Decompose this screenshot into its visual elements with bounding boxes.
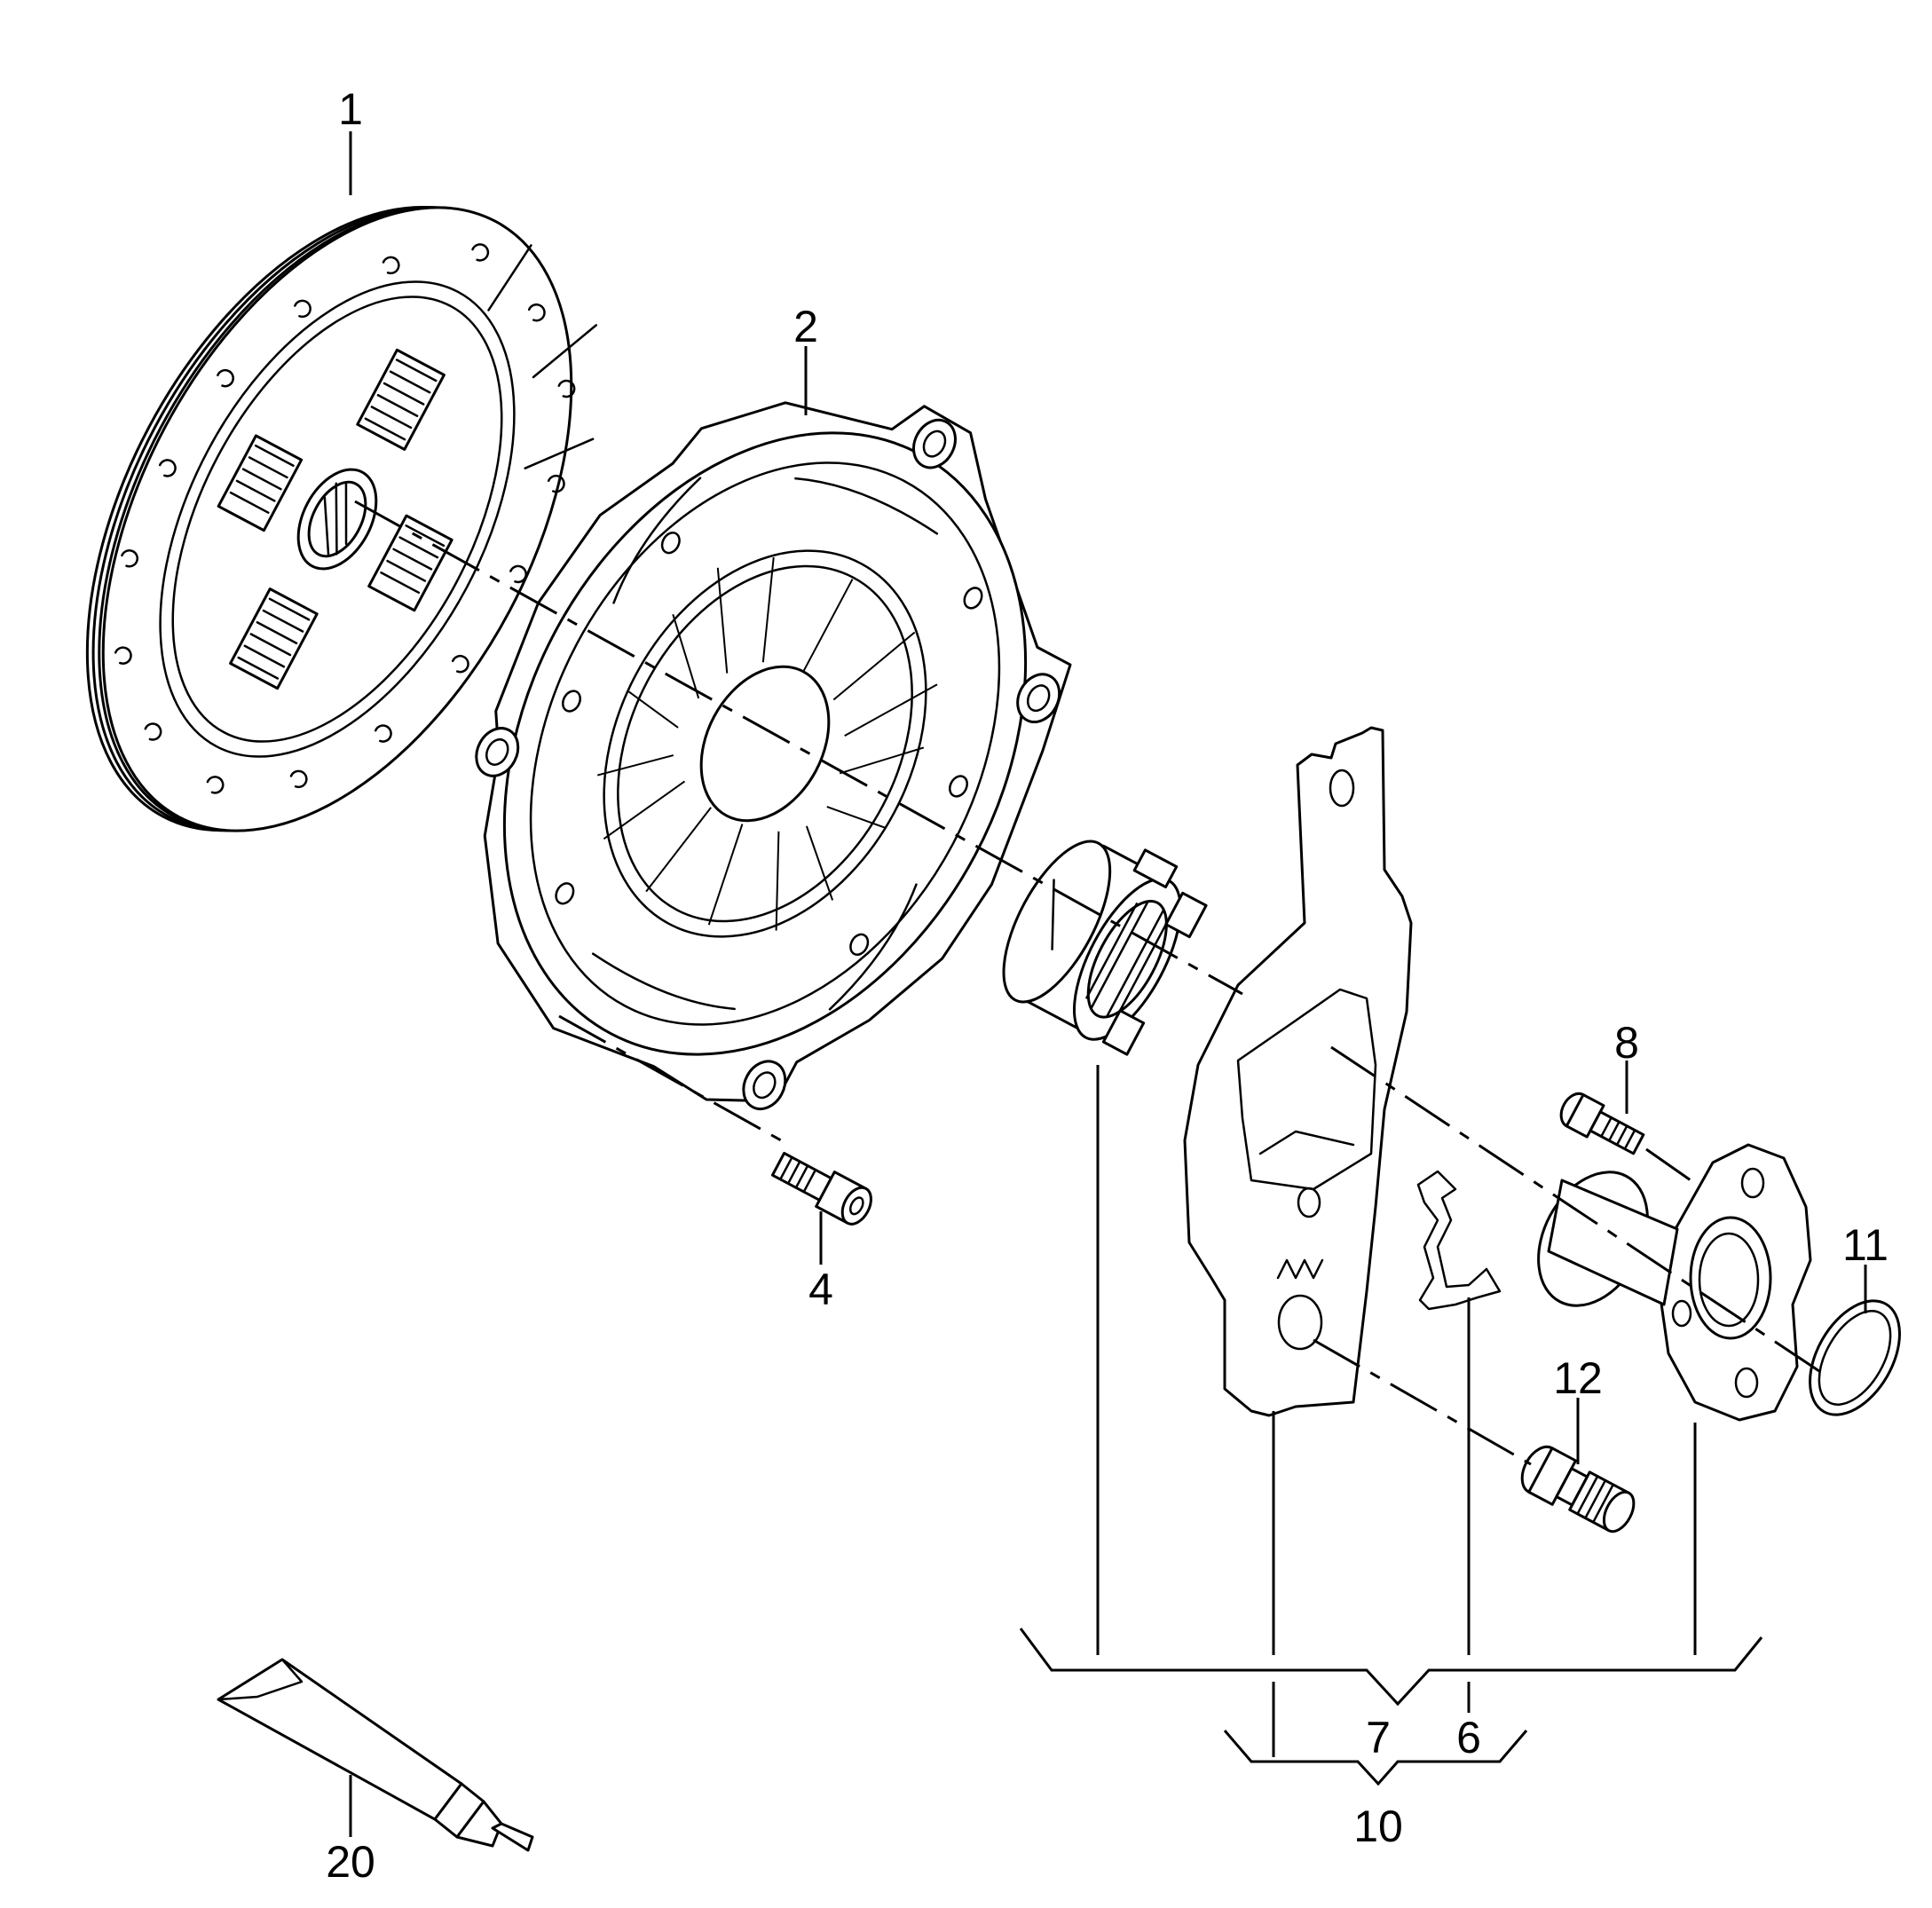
center-axis-bolt4: [558, 1014, 782, 1142]
callout-1: 1: [338, 84, 363, 134]
center-axis-bolt8: [1645, 1147, 1691, 1182]
center-axis-sleeve: [1330, 1045, 1820, 1373]
retaining-spring-clip: [1416, 1170, 1502, 1311]
center-axis-pin12: [1313, 1338, 1532, 1466]
callout-7: 7: [1366, 1713, 1391, 1762]
pressure-plate: [475, 401, 1072, 1111]
callout-6: 6: [1456, 1713, 1481, 1762]
callout-12: 12: [1553, 1353, 1603, 1403]
clutch-disc: [85, 205, 598, 832]
release-bearing: [1002, 840, 1208, 1056]
bolt-4: [770, 1151, 872, 1226]
leader-lines: [349, 131, 1867, 1837]
center-axis-main: [354, 500, 1243, 996]
callout-11: 11: [1842, 1220, 1889, 1270]
bolt-8: [1559, 1092, 1645, 1155]
callout-10: 10: [1353, 1802, 1403, 1851]
o-ring: [1809, 1299, 1901, 1416]
guide-sleeve: [1537, 1143, 1812, 1422]
grease-tube: [217, 1658, 534, 1852]
callout-20: 20: [326, 1837, 375, 1887]
callout-8: 8: [1614, 1018, 1639, 1068]
release-lever: [1183, 726, 1413, 1417]
callout-4: 4: [808, 1265, 833, 1314]
callout-2: 2: [793, 302, 818, 351]
